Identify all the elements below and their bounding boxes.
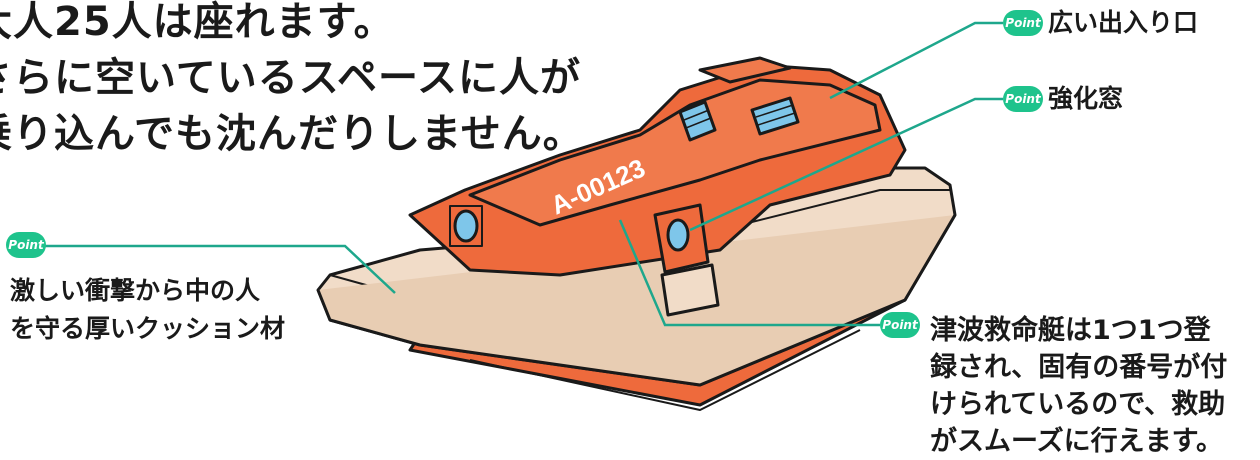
callout-registration-term: 津波救命艇 [930, 315, 1065, 346]
hull-keel [469, 329, 861, 411]
lifeboat-diagram: 大人25人は座れます。 さらに空いているスペースに人が 乗り込んでも沈んだりしま… [0, 0, 1227, 457]
point-badge-exit: Point [1003, 10, 1043, 36]
callout-cushion: 激しい衝撃から中の人 を守る厚いクッション材 [10, 272, 285, 348]
roof-hatch [698, 56, 792, 84]
callout-registration: 津波救命艇は1つ1つ登 録され、固有の番号が付 けられているので、救助 がスムー… [930, 312, 1227, 460]
callout-exit: 広い出入り口 [1048, 8, 1199, 37]
callout-window: 強化窓 [1048, 84, 1124, 113]
callout-registration-line-2: 録され、固有の番号が付 [930, 352, 1228, 383]
side-window-door [666, 218, 690, 252]
lifeboat-illustration: A-00123 [30, 21, 1003, 411]
callout-registration-line-1-rest: は1つ1つ登 [1065, 315, 1211, 346]
callout-cushion-line-1: 激しい衝撃から中の人 [10, 276, 261, 305]
point-badge-cushion: Point [6, 232, 46, 258]
headline-line-3: 乗り込んでも沈んだりしません。 [0, 111, 584, 157]
headline: 大人25人は座れます。 さらに空いているスペースに人が 乗り込んでも沈んだりしま… [0, 0, 584, 162]
callout-registration-line-1: 津波救命艇は1つ1つ登 [930, 312, 1227, 349]
callout-registration-line-3: けられているので、救助 [930, 389, 1226, 420]
leader-registration [618, 219, 880, 327]
callout-cushion-line-2: を守る厚いクッション材 [10, 314, 286, 343]
headline-line-2: さらに空いているスペースに人が [0, 55, 581, 101]
point-badge-window: Point [1003, 86, 1043, 112]
callout-registration-line-4: がスムーズに行えます。 [930, 426, 1223, 457]
door-step [660, 263, 720, 317]
side-window-left [453, 209, 479, 243]
leader-cushion [30, 244, 396, 294]
point-badge-registration: Point [880, 312, 920, 338]
cushion-front-face [316, 214, 957, 387]
leader-exit [829, 21, 1003, 100]
leader-window [689, 97, 1003, 232]
headline-line-1: 大人25人は座れます。 [0, 0, 395, 45]
